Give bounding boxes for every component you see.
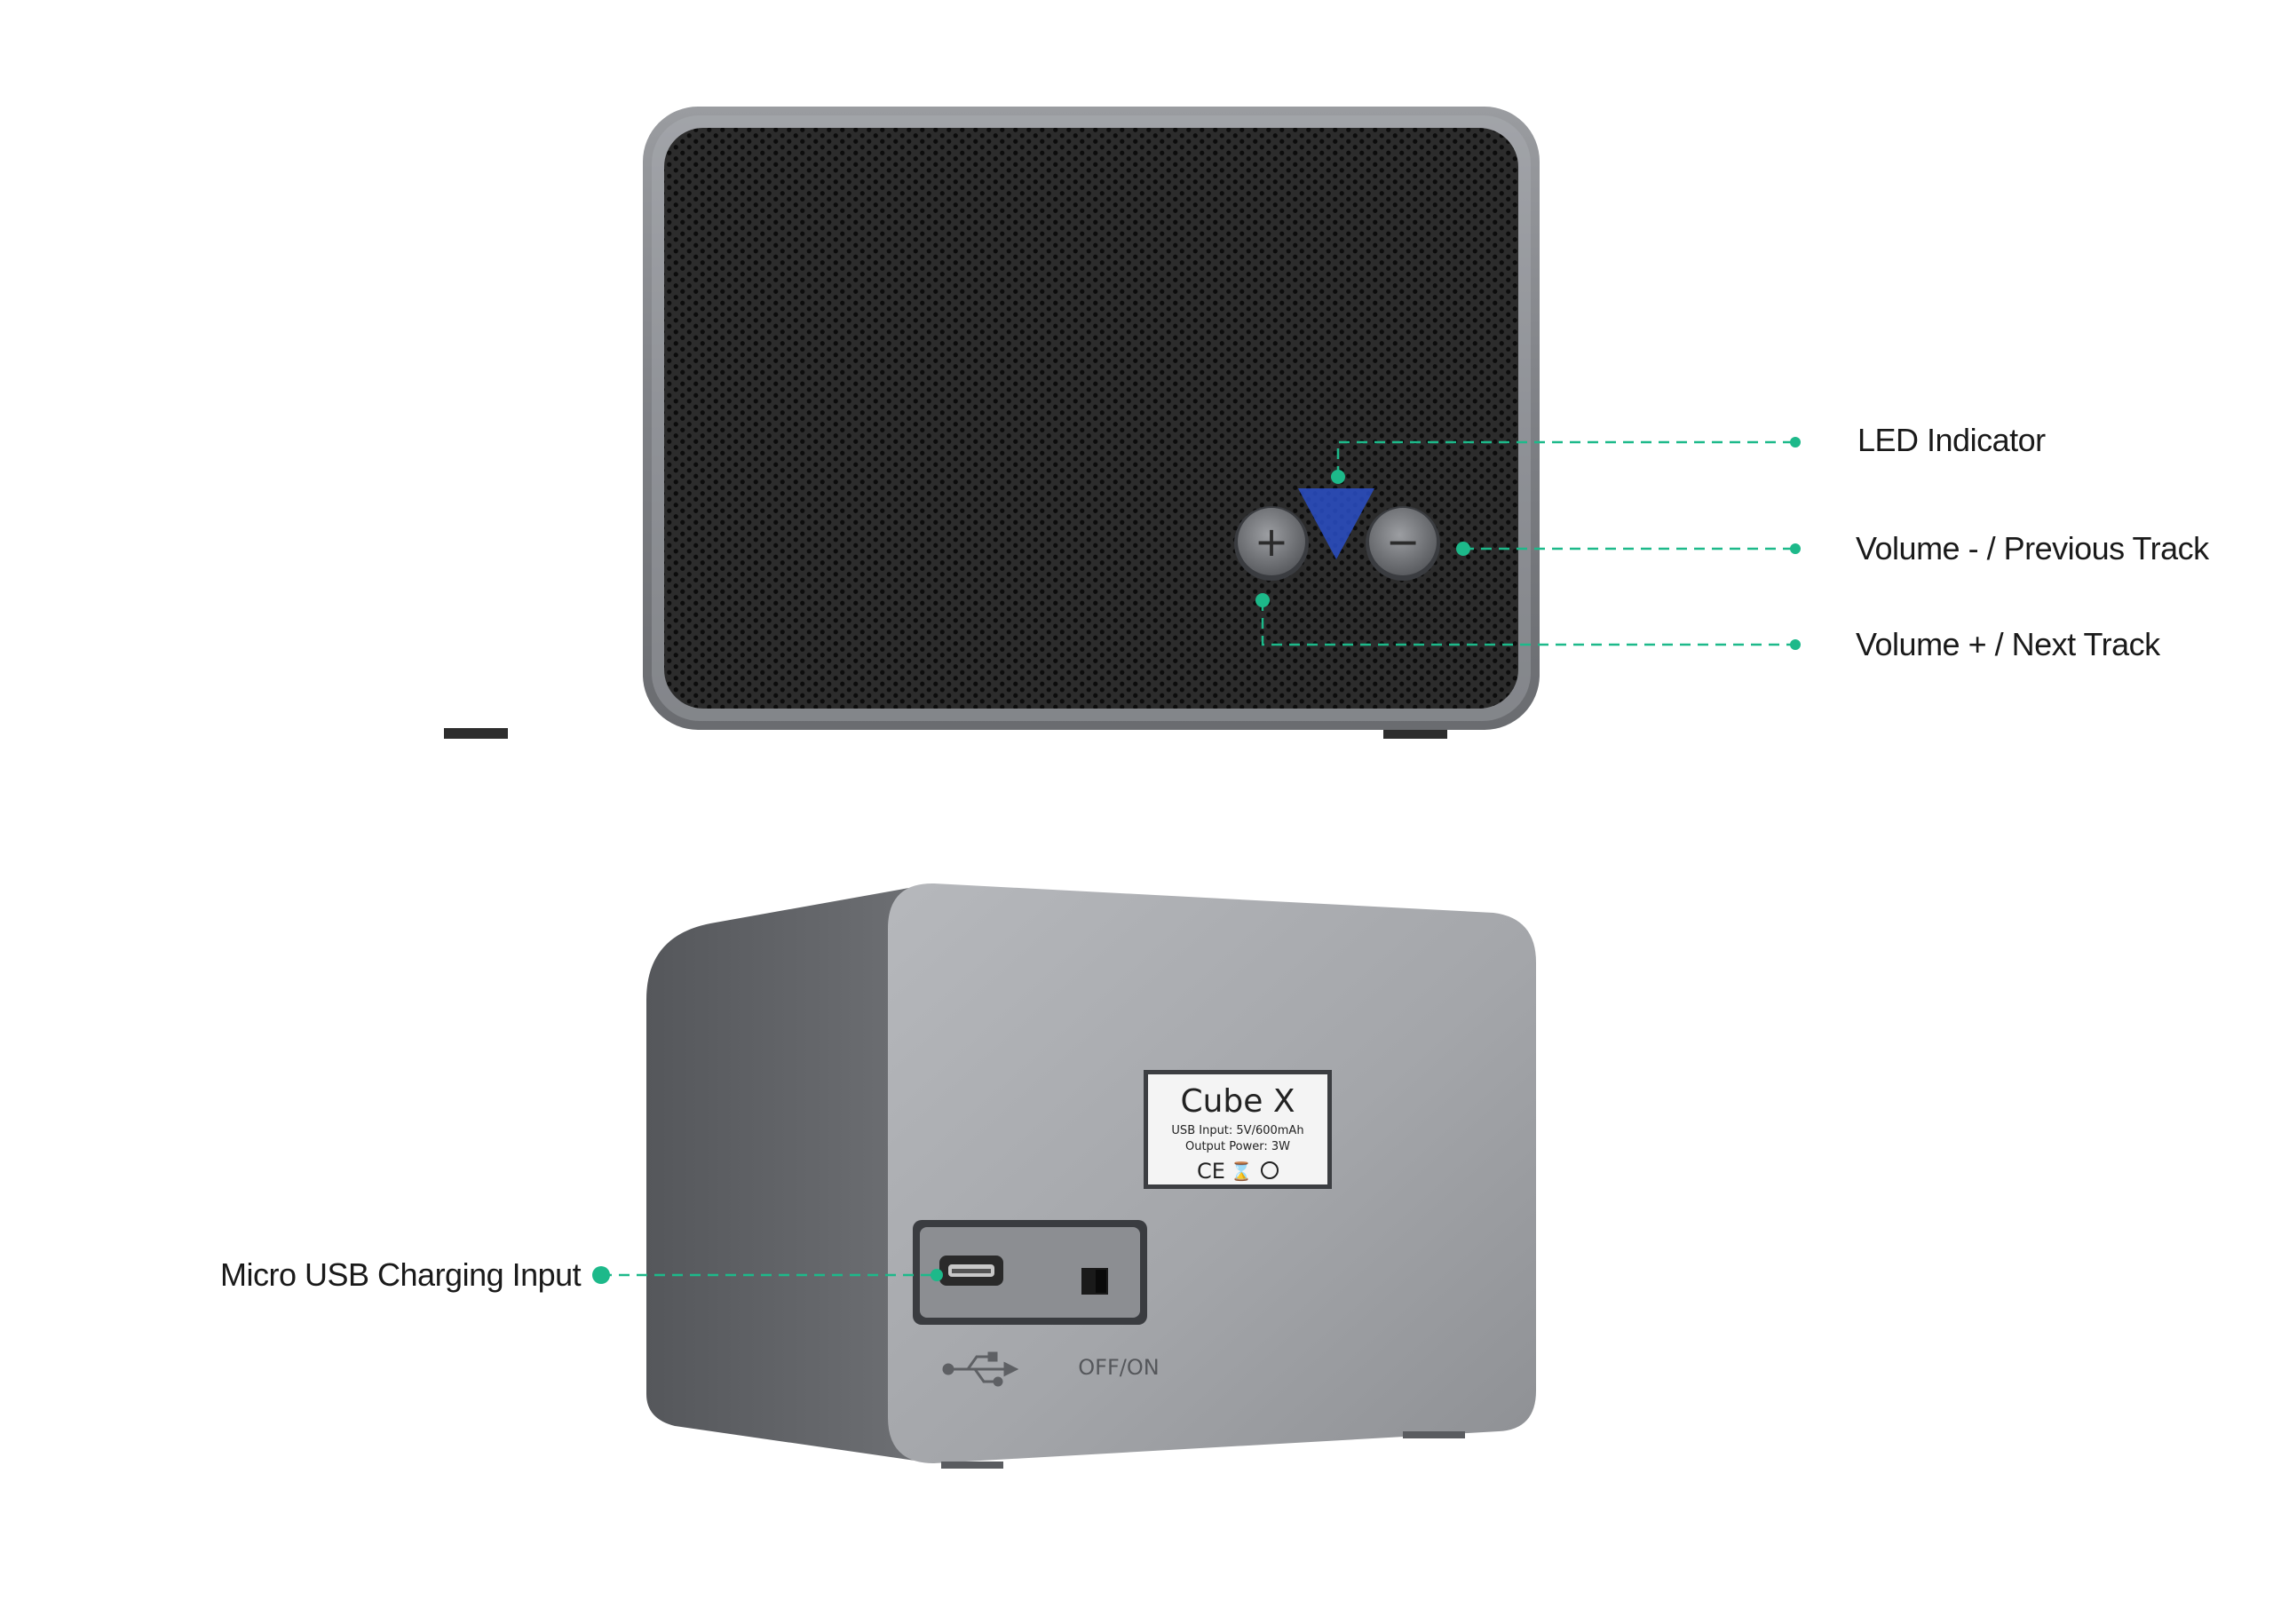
usb-input-spec: USB Input: 5V/600mAh: [1171, 1124, 1303, 1137]
weee-bin-icon: ⌛: [1231, 1161, 1253, 1182]
ce-mark: CE: [1197, 1159, 1225, 1184]
switch-label: OFF/ON: [1078, 1355, 1159, 1380]
front-callout-dots: [1255, 437, 1801, 650]
back-speaker: Cube X USB Input: 5V/600mAh Output Power…: [646, 883, 1536, 1469]
rohs-mark-icon: [1261, 1161, 1279, 1179]
volume-minus-label: Volume - / Previous Track: [1856, 530, 2209, 566]
speaker-grille: [664, 128, 1518, 709]
usb-callout: [592, 1266, 943, 1284]
led-indicator-label: LED Indicator: [1857, 422, 2046, 458]
volume-minus-button[interactable]: −: [1366, 506, 1440, 581]
usb-symbol-icon: [942, 1351, 1019, 1387]
front-callout-lines: [1261, 440, 1795, 646]
volume-plus-label: Volume + / Next Track: [1856, 626, 2160, 662]
minus-symbol: −: [1386, 518, 1421, 566]
front-speaker: + −: [444, 107, 1540, 739]
plus-symbol: +: [1255, 518, 1289, 566]
product-label-plate: Cube X USB Input: 5V/600mAh Output Power…: [1144, 1070, 1332, 1189]
led-callout-line: [1336, 440, 1795, 477]
volume-plus-button[interactable]: +: [1234, 506, 1309, 581]
front-foot-left: [444, 728, 508, 739]
power-switch[interactable]: [1081, 1268, 1108, 1295]
front-foot-right: [1383, 728, 1447, 739]
micro-usb-label: Micro USB Charging Input: [220, 1256, 582, 1293]
port-panel: [913, 1220, 1147, 1325]
output-power-spec: Output Power: 3W: [1185, 1140, 1290, 1153]
model-name: Cube X: [1180, 1083, 1295, 1120]
back-side-face: [646, 883, 934, 1463]
led-indicator-icon: [1298, 488, 1374, 559]
micro-usb-port[interactable]: [939, 1256, 1003, 1286]
volume-plus-callout-line: [1261, 600, 1795, 646]
